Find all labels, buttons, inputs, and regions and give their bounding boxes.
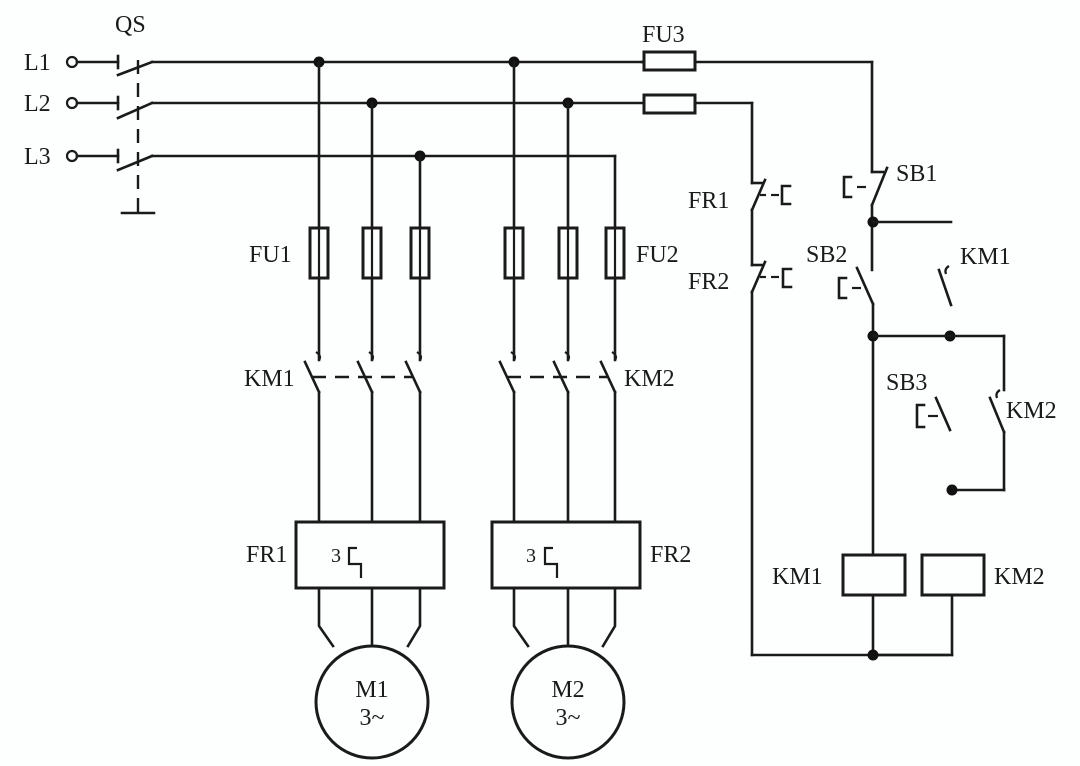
label-fr2-poles: 3 (526, 545, 536, 567)
fr1-thermal-relay (294, 520, 446, 590)
terminal-l1-icon (65, 55, 79, 69)
label-km1-coil: KM1 (772, 564, 823, 590)
label-l3: L3 (24, 144, 51, 170)
fr2-thermal-icon (543, 546, 559, 578)
fr2-thermal-relay (490, 520, 642, 590)
motor1-branch (294, 60, 446, 760)
label-fr2: FR2 (650, 542, 691, 568)
label-m1-spec: 3~ (360, 705, 385, 731)
fr1-thermal-trigger-icon (780, 184, 792, 206)
label-fu1: FU1 (249, 242, 292, 268)
sb3-actuator-icon (915, 403, 926, 429)
label-km2-aux: KM2 (1006, 398, 1057, 424)
label-fr1-contact: FR1 (688, 188, 729, 214)
fr1-thermal-icon (347, 546, 363, 578)
sb1-stop-button (870, 166, 889, 207)
label-l2: L2 (24, 91, 51, 117)
terminal-l3-icon (65, 149, 79, 163)
fr2-nc-contact (750, 260, 767, 294)
motor-m1-icon (314, 644, 430, 760)
fu3-fuse-a (642, 50, 697, 72)
fr1-nc-contact (750, 178, 767, 212)
label-km1-aux: KM1 (960, 244, 1011, 270)
sb3-start-button (934, 396, 952, 432)
terminal-l2-icon (65, 96, 79, 110)
km2-aux-contact (988, 396, 1006, 434)
motor-m2-icon (510, 644, 626, 760)
fr2-thermal-trigger-icon (781, 267, 793, 289)
label-m1: M1 (355, 677, 388, 703)
label-sb3: SB3 (886, 370, 927, 396)
sb1-actuator-icon (842, 175, 853, 199)
label-fu2: FU2 (636, 242, 679, 268)
motor2-branch (490, 60, 642, 760)
label-sb1: SB1 (896, 161, 937, 187)
supply-terminals (65, 54, 120, 164)
label-fr1-poles: 3 (331, 545, 341, 567)
label-fr2-contact: FR2 (688, 269, 729, 295)
control-circuit (640, 50, 1006, 661)
label-fu3: FU3 (642, 22, 685, 48)
label-km2-coil: KM2 (994, 564, 1045, 590)
sb2-actuator-icon (837, 276, 848, 300)
km1-coil (841, 553, 907, 597)
qs-switch (116, 60, 156, 215)
label-km2-main: KM2 (624, 366, 675, 392)
label-l1: L1 (24, 50, 51, 76)
label-m2-spec: 3~ (556, 705, 581, 731)
label-qs: QS (115, 12, 146, 38)
fu3-fuse-b (642, 93, 697, 115)
sb2-start-button (855, 266, 875, 306)
km2-coil (920, 553, 986, 597)
label-km1-main: KM1 (244, 366, 295, 392)
label-fr1: FR1 (246, 542, 287, 568)
labels: QS L1 L2 L3 FU1 FU2 FU3 KM1 KM2 FR1 3 FR… (24, 12, 1057, 731)
label-m2: M2 (551, 677, 584, 703)
label-sb2: SB2 (806, 242, 847, 268)
km1-aux-contact (937, 268, 953, 307)
